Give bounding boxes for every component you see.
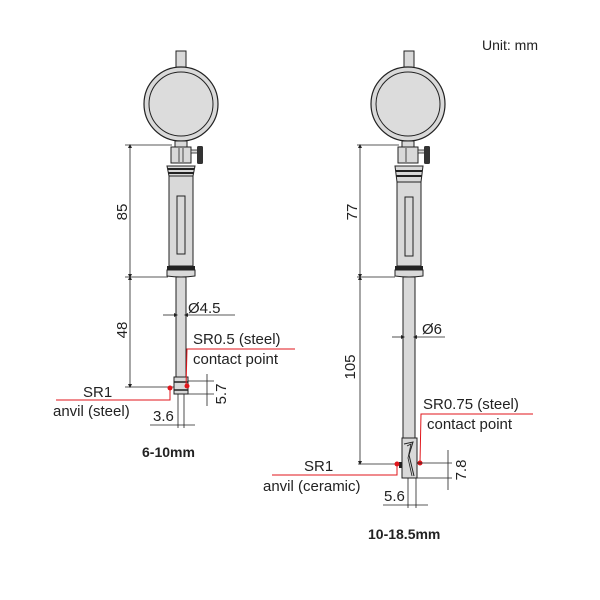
- anvil-label: anvil (ceramic): [263, 478, 361, 495]
- dim-handle-length: 85: [114, 204, 131, 221]
- probe-tip: [399, 437, 418, 479]
- dim-tip-width: 5.6: [384, 488, 405, 505]
- dim-tip-width: 3.6: [153, 408, 174, 425]
- probe-rod: [402, 276, 416, 444]
- right-gauge-caption: 10-18.5mm: [368, 526, 440, 542]
- dim-rod-length: 48: [114, 322, 131, 339]
- left-gauge: 85 48 Ø4.5 SR0.5 (steel) contact point S…: [53, 50, 295, 460]
- dim-handle-length: 77: [344, 204, 361, 221]
- contact-point-marker: [184, 383, 190, 389]
- clamp-block: [170, 146, 192, 164]
- dim-rod-length: 105: [342, 354, 359, 379]
- handle: [166, 165, 196, 278]
- contact-point-label: contact point: [193, 351, 279, 368]
- dim-tip-height: 7.8: [453, 460, 470, 481]
- dial-stem: [403, 50, 415, 70]
- clamp-block: [397, 146, 419, 164]
- handle: [394, 165, 424, 278]
- contact-point-spec: SR0.75 (steel): [423, 396, 519, 413]
- left-gauge-caption: 6-10mm: [142, 444, 195, 460]
- probe-rod: [175, 276, 187, 378]
- right-gauge: 77 105 Ø6 SR0.75 (steel) contact point S…: [263, 50, 533, 542]
- unit-label: Unit: mm: [482, 37, 538, 53]
- clamp-knob: [424, 146, 430, 164]
- anvil-spec: SR1: [83, 384, 112, 401]
- clamp-knob: [197, 146, 203, 164]
- dial-indicator: [370, 66, 446, 142]
- contact-point-label: contact point: [427, 416, 513, 433]
- dim-rod-diameter: Ø4.5: [188, 300, 221, 317]
- anvil-label: anvil (steel): [53, 403, 130, 420]
- anvil-spec: SR1: [304, 458, 333, 475]
- dial-stem: [175, 50, 187, 70]
- anvil-marker: [394, 461, 400, 467]
- dial-indicator: [143, 66, 219, 142]
- dim-tip-height: 5.7: [213, 384, 230, 405]
- dim-rod-diameter: Ø6: [422, 321, 442, 338]
- anvil-marker: [167, 385, 173, 391]
- contact-point-spec: SR0.5 (steel): [193, 331, 281, 348]
